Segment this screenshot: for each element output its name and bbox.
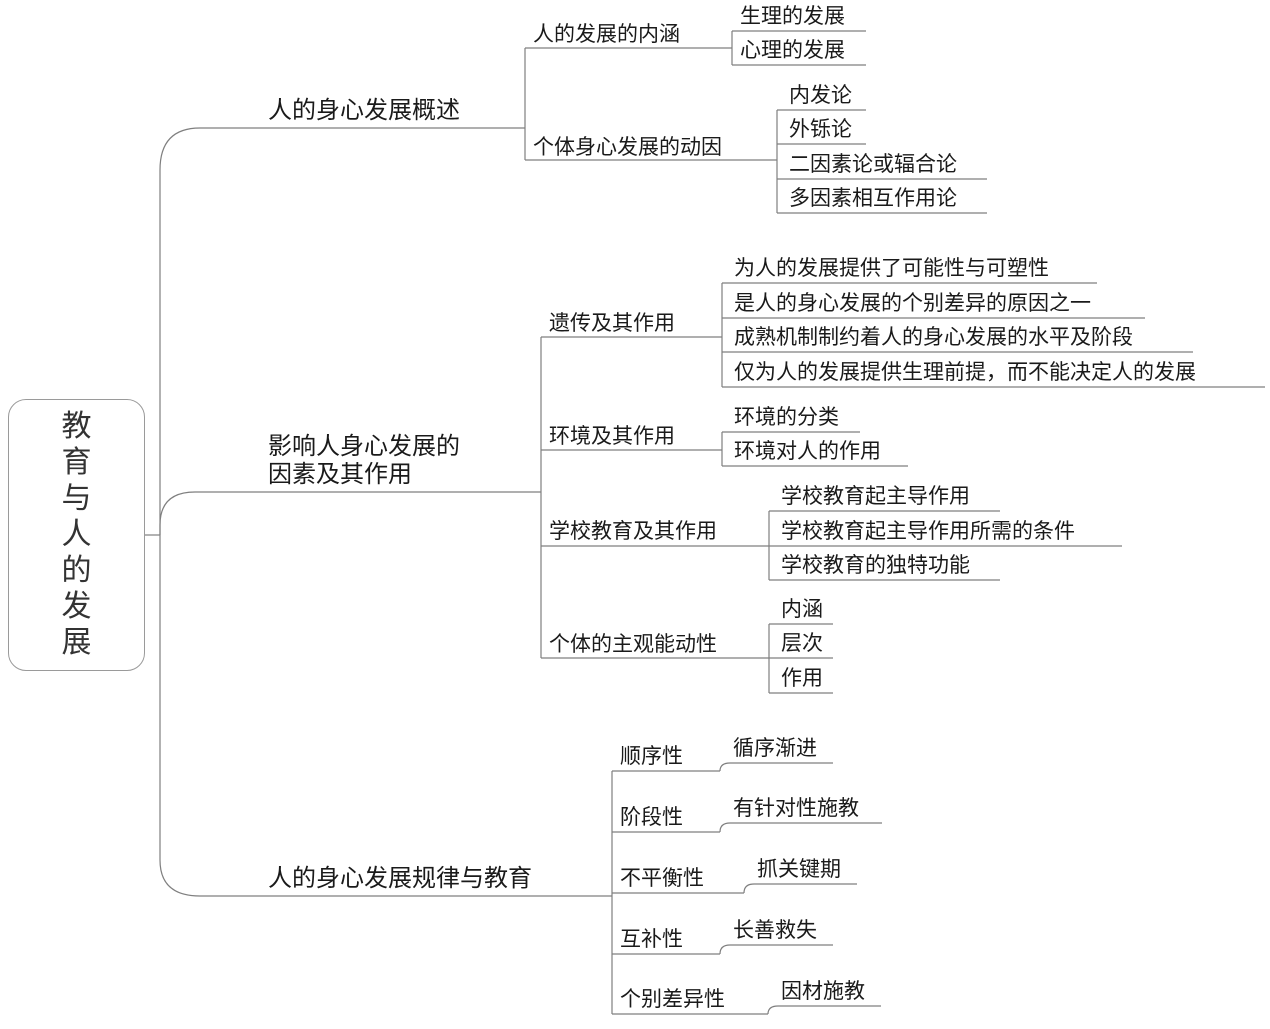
leaf-initiative-2[interactable]: 层次	[781, 631, 823, 655]
leaf-heredity-4[interactable]: 仅为人的发展提供生理前提，而不能决定人的发展	[734, 360, 1196, 384]
leaf-initiative-3[interactable]: 作用	[781, 666, 823, 690]
node-individual-difference[interactable]: 个别差异性	[620, 987, 725, 1011]
leaf-heredity-1[interactable]: 为人的发展提供了可能性与可塑性	[734, 256, 1049, 280]
leaf-school-3[interactable]: 学校教育的独特功能	[781, 553, 970, 577]
node-school-education[interactable]: 学校教育及其作用	[549, 519, 717, 543]
node-subjective-initiative[interactable]: 个体的主观能动性	[549, 632, 717, 656]
leaf-multi-factor-theory[interactable]: 多因素相互作用论	[789, 186, 957, 210]
branch-factors-line1[interactable]: 影响人身心发展的	[268, 432, 460, 460]
leaf-environment-1[interactable]: 环境的分类	[734, 405, 839, 429]
branch-factors-line2[interactable]: 因素及其作用	[268, 460, 412, 488]
leaf-sequence[interactable]: 循序渐进	[733, 736, 817, 760]
node-stage[interactable]: 阶段性	[620, 805, 683, 829]
leaf-school-2[interactable]: 学校教育起主导作用所需的条件	[781, 519, 1075, 543]
node-complementarity[interactable]: 互补性	[620, 927, 683, 951]
leaf-complementarity[interactable]: 长善救失	[733, 918, 817, 942]
leaf-heredity-3[interactable]: 成熟机制制约着人的身心发展的水平及阶段	[734, 325, 1133, 349]
branch-laws[interactable]: 人的身心发展规律与教育	[268, 864, 532, 892]
leaf-exogenous-theory[interactable]: 外铄论	[789, 117, 852, 141]
root-node[interactable]: 教 育 与 人 的 发 展	[8, 399, 145, 671]
node-sequence[interactable]: 顺序性	[620, 744, 683, 768]
leaf-psychological[interactable]: 心理的发展	[740, 38, 845, 62]
leaf-two-factor-theory[interactable]: 二因素论或辐合论	[789, 152, 957, 176]
leaf-environment-2[interactable]: 环境对人的作用	[734, 439, 881, 463]
leaf-physiological[interactable]: 生理的发展	[740, 4, 845, 28]
node-environment[interactable]: 环境及其作用	[549, 424, 675, 448]
node-development-meaning[interactable]: 人的发展的内涵	[533, 22, 680, 46]
node-heredity[interactable]: 遗传及其作用	[549, 311, 675, 335]
leaf-heredity-2[interactable]: 是人的身心发展的个别差异的原因之一	[734, 291, 1091, 315]
leaf-imbalance[interactable]: 抓关键期	[757, 857, 841, 881]
leaf-school-1[interactable]: 学校教育起主导作用	[781, 484, 970, 508]
leaf-individual-difference[interactable]: 因材施教	[781, 979, 865, 1003]
branch-overview[interactable]: 人的身心发展概述	[268, 96, 460, 124]
leaf-initiative-1[interactable]: 内涵	[781, 597, 823, 621]
node-imbalance[interactable]: 不平衡性	[620, 866, 704, 890]
leaf-endogenous-theory[interactable]: 内发论	[789, 83, 852, 107]
root-label: 教 育 与 人 的 发 展	[61, 409, 92, 660]
leaf-stage[interactable]: 有针对性施教	[733, 796, 859, 820]
node-development-causes[interactable]: 个体身心发展的动因	[533, 135, 722, 159]
